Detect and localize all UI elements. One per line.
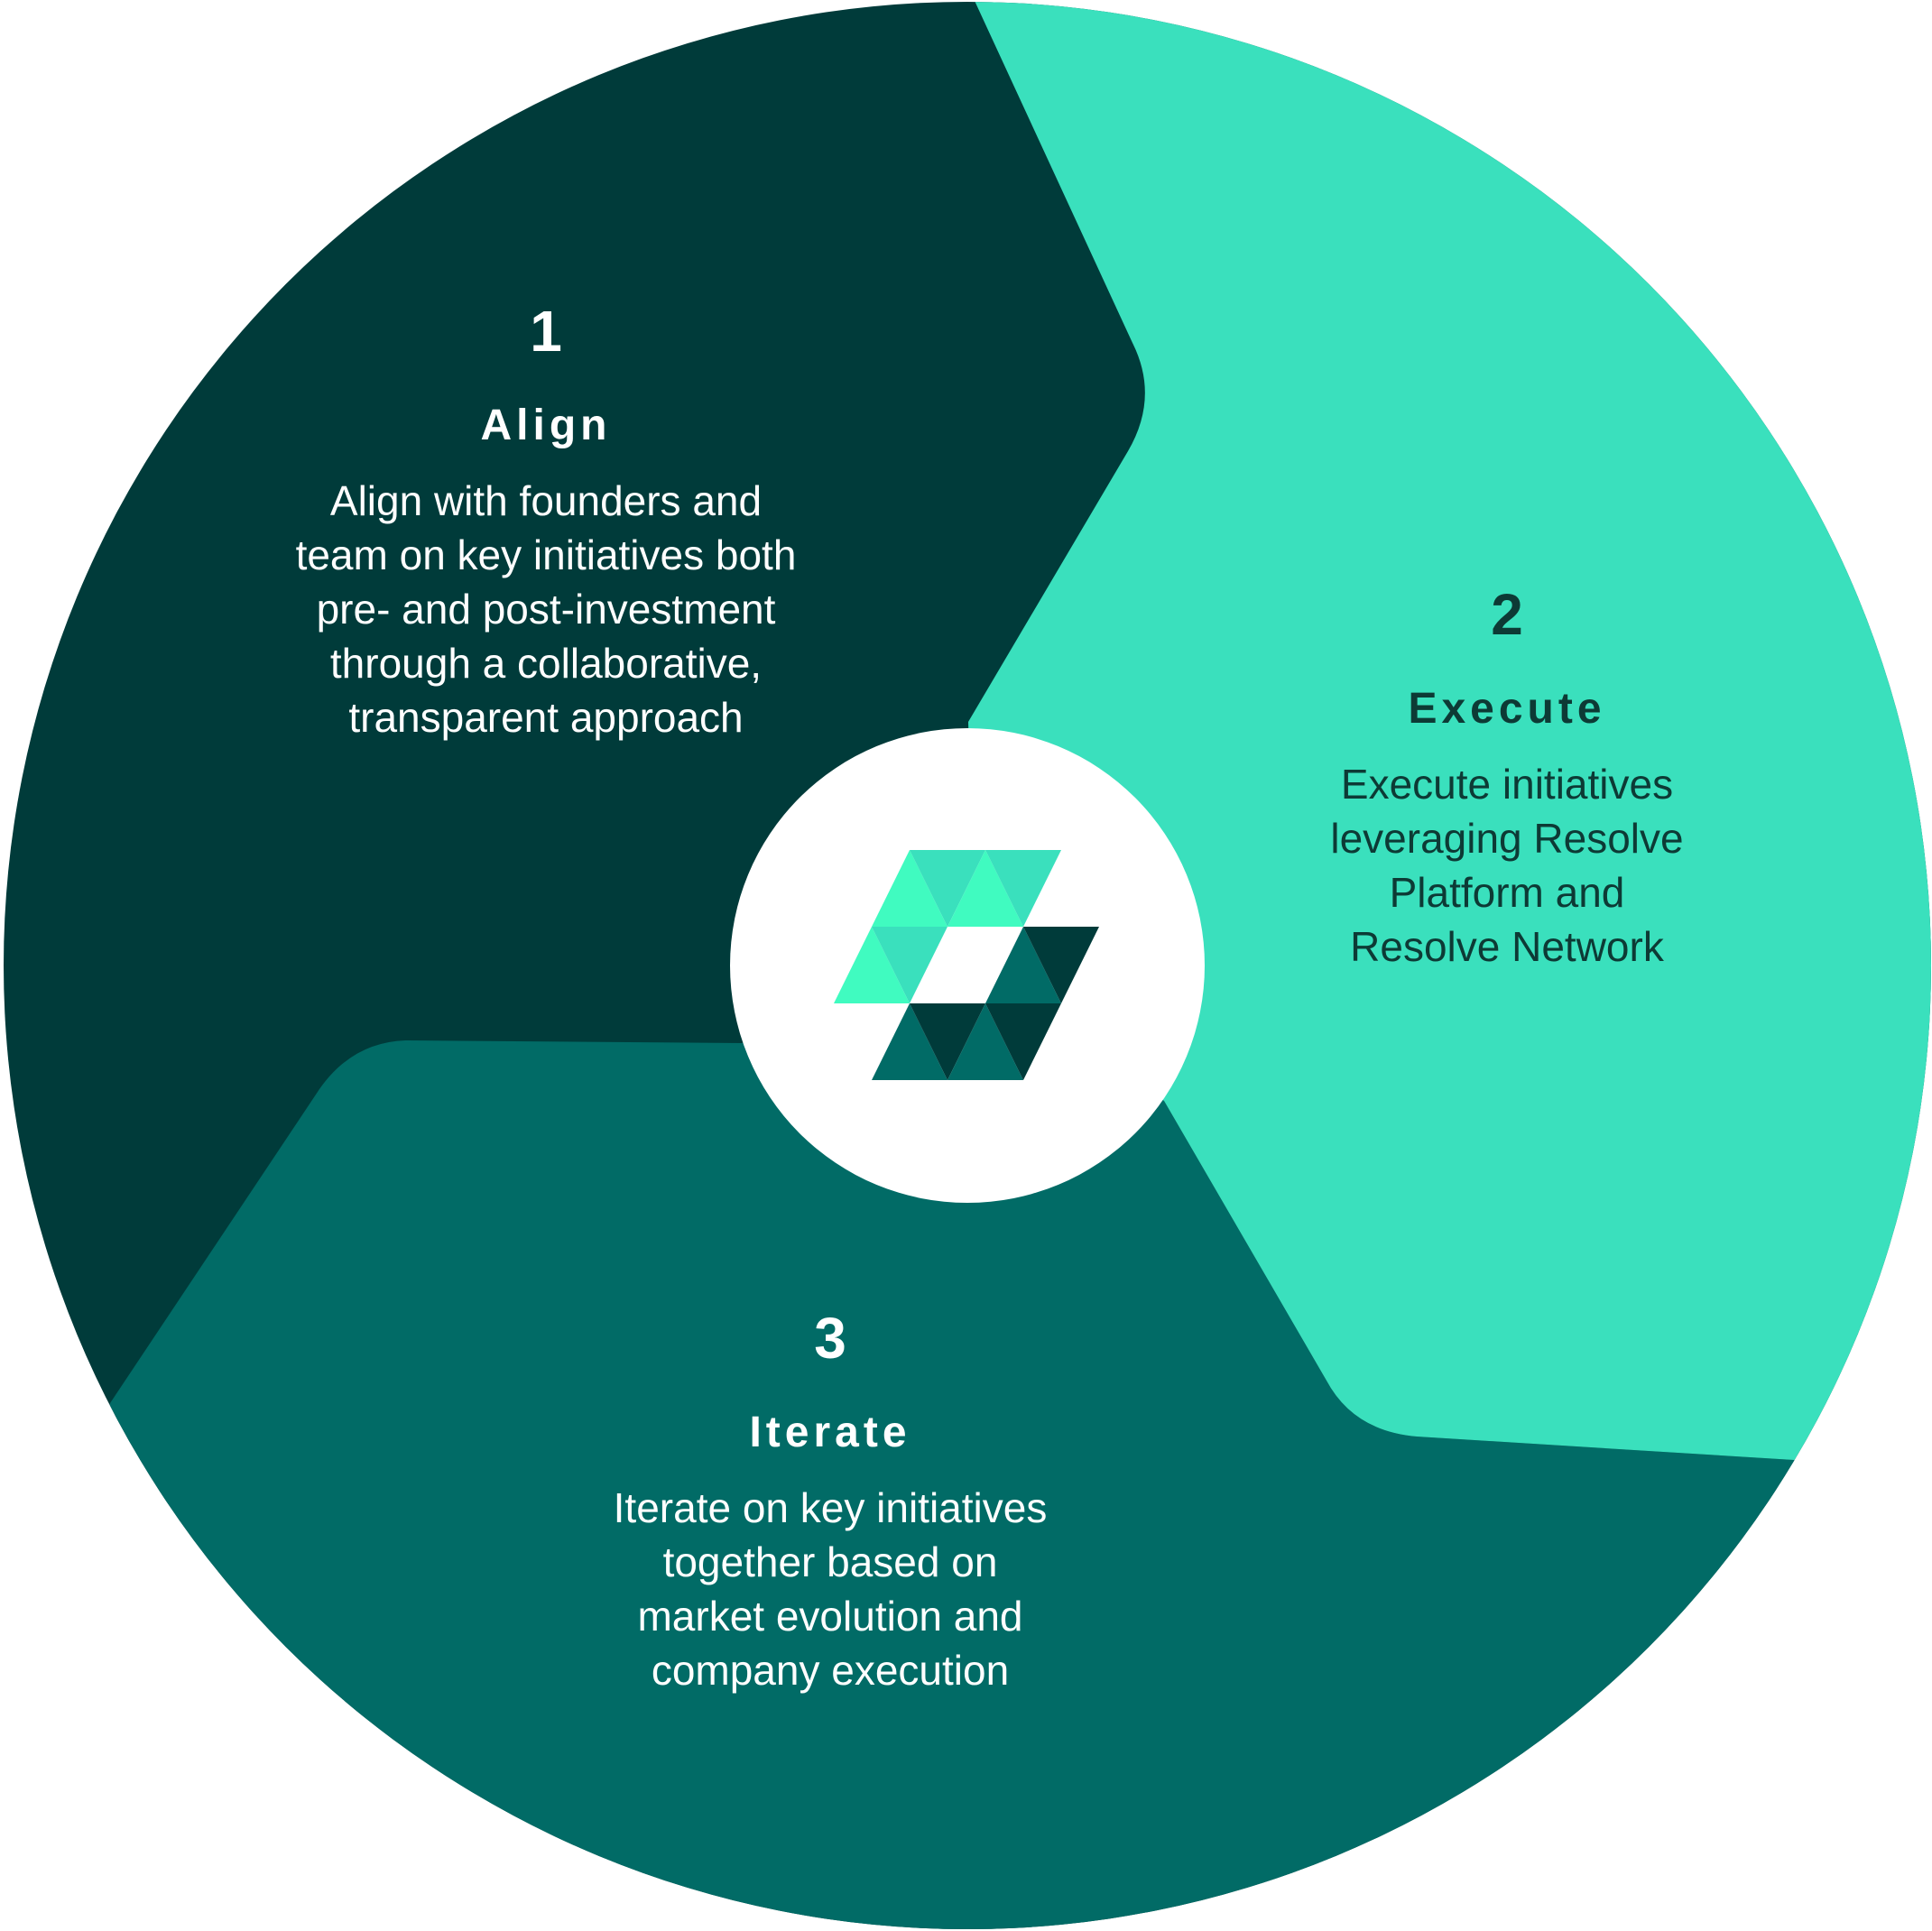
iterate-segment[interactable] xyxy=(0,966,1932,1931)
logo-triangle xyxy=(910,850,985,927)
logo-triangle xyxy=(985,927,1061,1003)
execute-description-line: leveraging Resolve xyxy=(1330,815,1683,862)
logo-triangle xyxy=(948,850,1023,927)
logo-triangle xyxy=(985,850,1061,927)
execute-heading: Execute xyxy=(1408,685,1605,733)
logo-triangle xyxy=(1023,927,1099,1003)
iterate-description-line: market evolution and xyxy=(637,1593,1022,1640)
align-step-number: 1 xyxy=(530,299,562,364)
logo-triangle xyxy=(872,1003,948,1080)
iterate-description-line: together based on xyxy=(663,1538,998,1585)
logo-triangle xyxy=(872,927,948,1003)
align-description-line: transparent approach xyxy=(348,694,743,741)
center-circle xyxy=(730,728,1205,1203)
align-label-group: 1 Align Align with founders and team on … xyxy=(296,299,797,741)
align-description-line: team on key initiatives both xyxy=(296,531,797,578)
logo-triangle xyxy=(910,1003,985,1080)
align-heading: Align xyxy=(481,402,612,449)
iterate-description-line: Iterate on key initiatives xyxy=(614,1484,1048,1531)
logo-triangle xyxy=(985,1003,1061,1080)
execute-description-line: Resolve Network xyxy=(1350,923,1665,970)
align-description-line: pre- and post-investment xyxy=(317,586,776,633)
iterate-step-number: 3 xyxy=(814,1306,846,1371)
iterate-description-line: company execution xyxy=(652,1647,1009,1694)
logo-triangle xyxy=(948,1003,1023,1080)
iterate-label-group: 3 Iterate Iterate on key initiatives tog… xyxy=(614,1306,1048,1694)
logo-triangle xyxy=(872,850,948,927)
execute-description-line: Platform and xyxy=(1390,869,1625,916)
execute-label-group: 2 Execute Execute initiatives leveraging… xyxy=(1330,582,1683,970)
resolve-logo-icon xyxy=(834,850,1099,1080)
logo-triangle xyxy=(834,927,910,1003)
execute-description-line: Execute initiatives xyxy=(1341,761,1673,808)
align-description-line: Align with founders and xyxy=(330,477,762,524)
iterate-heading: Iterate xyxy=(749,1409,911,1456)
execute-step-number: 2 xyxy=(1491,582,1523,647)
align-description-line: through a collaborative, xyxy=(330,640,762,687)
